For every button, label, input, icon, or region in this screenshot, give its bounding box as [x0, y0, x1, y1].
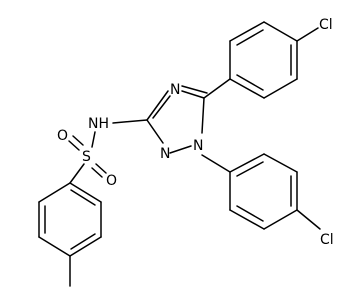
- sulfur-oxygen-double-bond: [72, 135, 84, 146]
- sulfur-nitrogen-bond: [91, 131, 96, 148]
- double-bond: [236, 205, 264, 222]
- bond: [229, 78, 265, 99]
- oxygen-label-top: O: [57, 128, 68, 144]
- bond: [263, 209, 298, 230]
- sulfur-oxygen-double-bond: [95, 163, 107, 174]
- bond: [169, 145, 192, 154]
- upper-chlorophenyl-ring: [229, 21, 298, 99]
- bond: [38, 182, 71, 203]
- bond: [229, 153, 265, 173]
- double-bond: [181, 85, 208, 94]
- triazole-phenyl-bond: [201, 154, 231, 173]
- bond: [263, 21, 298, 42]
- lower-chlorophenyl-ring: [229, 153, 298, 230]
- nh-carbon-bond: [112, 119, 148, 124]
- bond: [201, 97, 205, 134]
- chlorine-label-bottom: Cl: [320, 232, 334, 248]
- bond: [69, 182, 102, 203]
- triazole-phenyl-bond: [203, 78, 231, 99]
- bond: [229, 21, 265, 42]
- bond: [263, 153, 298, 173]
- sulfur-oxygen-double-bond: [91, 167, 103, 178]
- oxygen-label-bottom: O: [106, 173, 117, 189]
- bond: [146, 119, 164, 144]
- chlorine-label-top: Cl: [319, 17, 333, 33]
- ring-sulfur-bond: [69, 163, 85, 184]
- triazole-n2-label: N: [160, 146, 170, 162]
- bond: [38, 236, 71, 257]
- double-bond: [70, 233, 96, 250]
- bond: [146, 90, 169, 121]
- bond: [181, 90, 205, 99]
- bond: [69, 236, 102, 257]
- double-bond: [152, 95, 171, 119]
- triazole-ring: [146, 85, 208, 154]
- bond: [263, 78, 298, 99]
- sulfur-label: S: [82, 149, 91, 165]
- bond: [229, 209, 265, 230]
- double-bond: [236, 74, 264, 91]
- triazole-n4-label: N: [170, 82, 180, 98]
- sulfur-oxygen-double-bond: [68, 140, 80, 151]
- chlorine-bond: [296, 209, 321, 230]
- double-bond: [236, 161, 264, 177]
- chlorine-bond: [296, 27, 319, 42]
- tolyl-ring: [38, 182, 102, 257]
- double-bond: [236, 29, 264, 46]
- double-bond: [70, 189, 96, 206]
- triazole-n1-label: N: [193, 138, 203, 154]
- nh-label: NH: [88, 116, 109, 132]
